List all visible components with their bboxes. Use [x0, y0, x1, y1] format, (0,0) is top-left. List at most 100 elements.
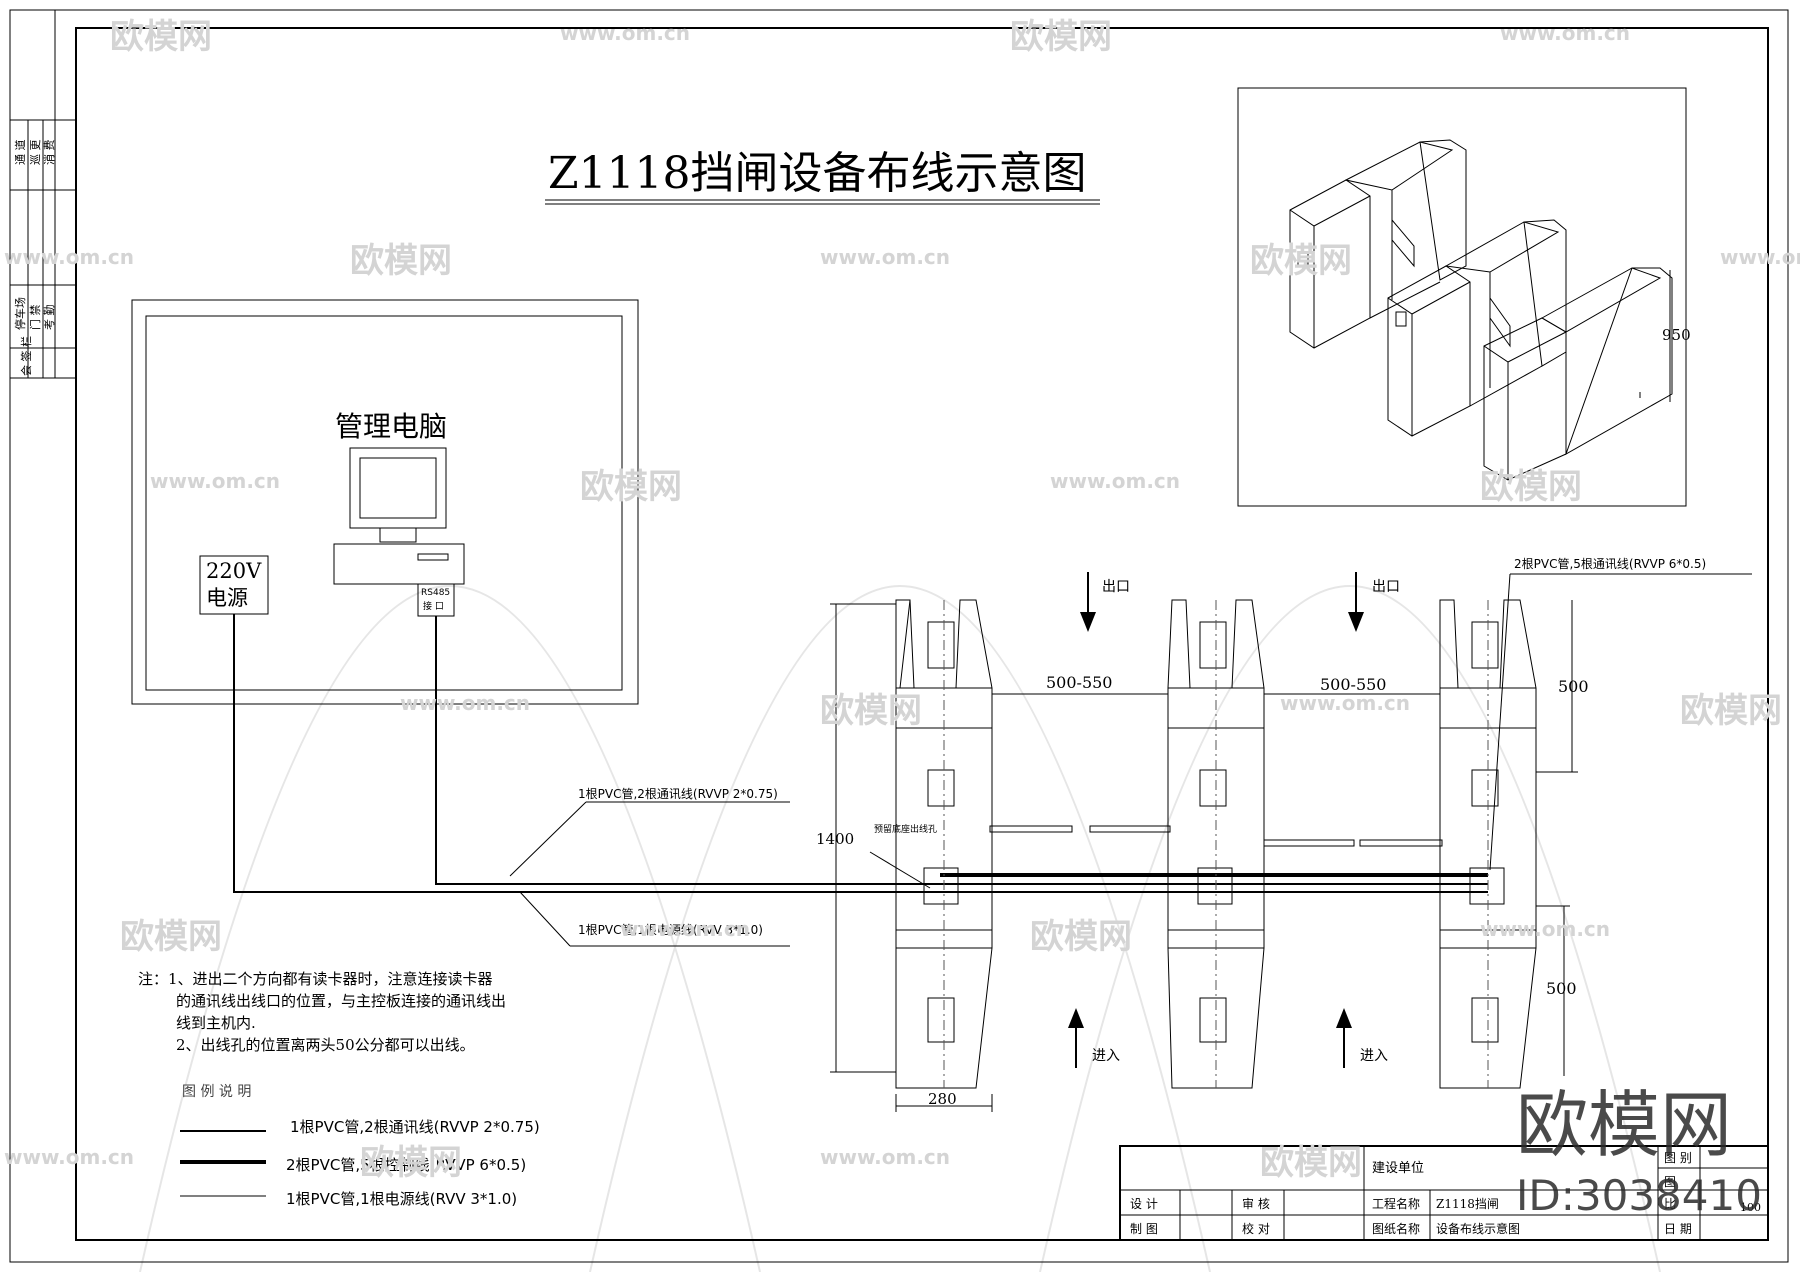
exit-label-right: 出口	[1372, 579, 1400, 595]
tb-draw: 制 图	[1130, 1222, 1158, 1236]
arrow-exit-right: 出口	[1348, 572, 1400, 632]
end-dim-top: 500	[1558, 677, 1589, 696]
watermark-brand-6: 欧模网	[1480, 467, 1582, 507]
gate-plan-right	[1439, 599, 1537, 1089]
control-room-outer	[131, 299, 639, 705]
side-item-2: 巡 更	[29, 140, 42, 166]
tb-scale: 比	[1664, 1197, 1676, 1211]
gap-dim-1: 500-550	[1046, 673, 1112, 692]
legend-item-1: 1根PVC管,2根通讯线(RVVP 2*0.75)	[290, 1118, 540, 1136]
legend-item-3: 1根PVC管,1根电源线(RVV 3*1.0)	[286, 1190, 517, 1208]
side-item-6: 考 勤	[43, 305, 56, 331]
exit-label-left: 出口	[1102, 579, 1130, 595]
tb-review: 审 核	[1242, 1196, 1270, 1211]
legend-title: 图 例 说 明	[182, 1084, 251, 1100]
port-label-1: RS485	[421, 588, 450, 598]
page-title: Z1118挡闸设备布线示意图	[548, 148, 1087, 199]
cable-label-power: 1根PVC管,1根电源线(RVV 3*1.0)	[578, 922, 763, 937]
arrow-enter-left: 进入	[1068, 1008, 1120, 1068]
gate-plan-middle	[1167, 599, 1265, 1089]
note-line-3: 线到主机内.	[176, 1014, 256, 1032]
power-line-1: 220V	[206, 559, 262, 583]
port-label-2: 接 口	[423, 600, 444, 612]
watermark-brand-2: 欧模网	[1010, 17, 1112, 57]
watermark-brand-4: 欧模网	[1250, 241, 1352, 281]
watermark-url-2: www.om.cn	[1500, 21, 1630, 45]
legend-item-2: 2根PVC管,5根控制线(RVVP 6*0.5)	[286, 1156, 526, 1174]
hole-note: 预留底座出线孔	[874, 823, 937, 835]
length-dim: 1400	[816, 830, 854, 848]
tb-check: 校 对	[1242, 1221, 1270, 1236]
side-item-1: 通 道	[13, 140, 27, 166]
watermark-url-5: www.om.cn	[1720, 245, 1800, 269]
side-item-3: 消 费	[42, 140, 56, 166]
note-line-4: 2、出线孔的位置离两头50公分都可以出线。	[176, 1036, 475, 1054]
tb-project-value: Z1118挡闸	[1436, 1197, 1499, 1211]
tb-scale-value: 100	[1740, 1201, 1761, 1214]
iso-height-dim: 950	[1662, 326, 1691, 344]
watermark-brand-12: 欧模网	[1260, 1143, 1362, 1183]
tb-date: 日 期	[1664, 1222, 1692, 1236]
iso-view: 950	[1237, 87, 1691, 507]
watermark-brand-3: 欧模网	[350, 241, 452, 281]
tb-design: 设 计	[1130, 1197, 1158, 1211]
watermark-url-3: www.om.cn	[4, 245, 134, 269]
watermark-url-6: www.om.cn	[150, 469, 280, 493]
tb-drawing-label: 图纸名称	[1372, 1221, 1420, 1236]
notes: 注：1、进出二个方向都有读卡器时，注意连接读卡器 的通讯线出线口的位置，与主控板…	[138, 970, 506, 1054]
gap-dim-2: 500-550	[1320, 675, 1386, 694]
arrow-enter-right: 进入	[1336, 1008, 1388, 1068]
watermark-brand-10: 欧模网	[1030, 917, 1132, 957]
control-room-inner	[145, 315, 623, 691]
watermark-url-7: www.om.cn	[1050, 469, 1180, 493]
watermark-url-9: www.om.cn	[1280, 691, 1410, 715]
wiring	[233, 614, 1488, 893]
watermark-url-1: www.om.cn	[560, 21, 690, 45]
flap-arms	[989, 825, 1443, 847]
logo-text: 欧模网	[1516, 1083, 1732, 1167]
tb-drawing-no: 图	[1664, 1175, 1676, 1189]
enter-label-right: 进入	[1360, 1048, 1388, 1064]
logo-id: ID:3038410	[1516, 1171, 1762, 1220]
computer-label: 管理电脑	[335, 410, 447, 443]
side-item-4: 停车场	[13, 297, 27, 330]
watermark-url-10: www.om.cn	[620, 917, 750, 941]
gate-plan-left	[895, 599, 993, 1089]
watermark-url-13: www.om.cn	[820, 1145, 950, 1169]
tb-build-unit: 建设单位	[1372, 1161, 1424, 1176]
inner-border	[75, 27, 1769, 1241]
side-item-7: 会 签 栏	[19, 336, 33, 376]
cable-label-control: 2根PVC管,5根通讯线(RVVP 6*0.5)	[1514, 556, 1706, 571]
note-line-1: 注：1、进出二个方向都有读卡器时，注意连接读卡器	[138, 970, 493, 988]
watermark-brand-1: 欧模网	[110, 17, 212, 57]
tb-project-label: 工程名称	[1372, 1196, 1420, 1211]
logo-watermark: 欧模网 ID:3038410	[1516, 1083, 1762, 1220]
watermarks: 欧模网 欧模网 欧模网 欧模网 欧模网 欧模网 欧模网 欧模网 欧模网 欧模网 …	[4, 17, 1800, 1183]
watermark-brand-11: 欧模网	[360, 1143, 462, 1183]
power-line-2: 电源	[206, 586, 248, 610]
watermark-url-4: www.om.cn	[820, 245, 950, 269]
watermark-brand-9: 欧模网	[120, 917, 222, 957]
watermark-url-12: www.om.cn	[4, 1145, 134, 1169]
dimensions: 500-550 500-550 1400 280 500 500 预留底座出线孔	[816, 600, 1589, 1112]
end-dim-bottom: 500	[1546, 979, 1577, 998]
side-table: 通 道 巡 更 消 费 停车场 门 禁 考 勤 会 签 栏	[10, 10, 76, 379]
cable-label-comm: 1根PVC管,2根通讯线(RVVP 2*0.75)	[578, 786, 778, 801]
outer-border	[9, 9, 1789, 1263]
watermark-arcs	[139, 585, 1661, 1272]
title-block: 建设单位 设 计 审 核 制 图 校 对 工程名称 Z1118挡闸 图纸名称 设…	[1119, 1145, 1769, 1241]
power-source: 220V 电源	[199, 555, 269, 615]
computer-icon: 管理电脑 RS485 接 口	[333, 410, 465, 617]
watermark-brand-8: 欧模网	[1680, 691, 1782, 731]
watermark-url-11: www.om.cn	[1480, 917, 1610, 941]
tb-category: 图 别	[1664, 1151, 1692, 1165]
watermark-brand-5: 欧模网	[580, 467, 682, 507]
watermark-brand-7: 欧模网	[820, 691, 922, 731]
tb-drawing-value: 设备布线示意图	[1436, 1221, 1520, 1236]
watermark-url-8: www.om.cn	[400, 691, 530, 715]
width-dim: 280	[928, 1090, 957, 1108]
note-line-2: 的通讯线出线口的位置，与主控板连接的通讯线出	[176, 992, 506, 1010]
cable-callouts: 1根PVC管,2根通讯线(RVVP 2*0.75) 1根PVC管,1根电源线(R…	[509, 556, 1752, 947]
legend: 图 例 说 明 1根PVC管,2根通讯线(RVVP 2*0.75) 2根PVC管…	[180, 1084, 540, 1208]
